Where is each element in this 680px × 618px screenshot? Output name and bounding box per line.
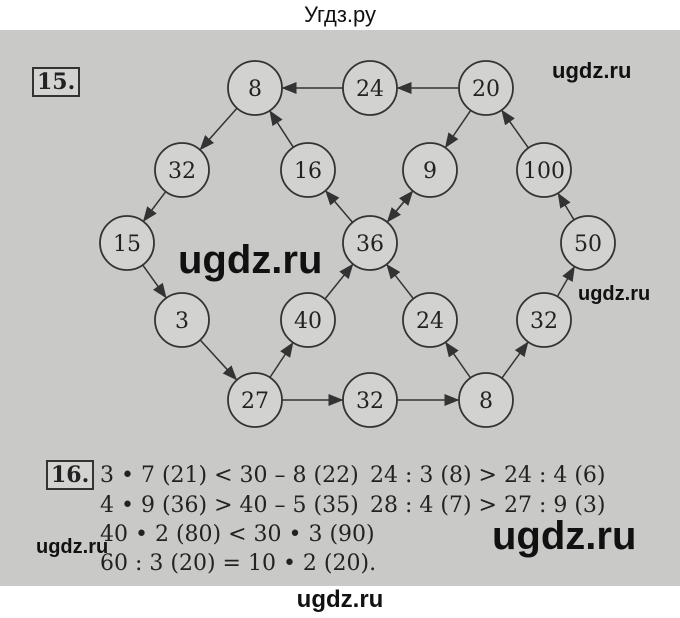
circle-number: 20 (472, 77, 500, 102)
circle-number: 24 (416, 309, 444, 334)
number-circle (402, 142, 458, 198)
number-circle (280, 292, 336, 348)
arrow (269, 110, 294, 148)
arrow (142, 191, 167, 222)
equation: 60 : 3 (20) = 10 • 2 (20). (100, 551, 377, 576)
circle-number: 32 (356, 389, 384, 414)
arrow (269, 342, 294, 378)
arrow (199, 339, 238, 381)
circle-number: 50 (574, 232, 602, 257)
circle-number: 36 (356, 232, 384, 257)
circle-number: 9 (423, 159, 437, 184)
number-circle (342, 372, 398, 428)
circle-number: 40 (294, 309, 322, 334)
number-circle (458, 60, 514, 116)
arrow (386, 190, 414, 223)
equation: 28 : 4 (7) > 27 : 9 (3) (370, 493, 606, 518)
arrow (445, 341, 472, 379)
arrow (142, 264, 167, 299)
circle-number: 8 (248, 77, 262, 102)
circle-number: 24 (356, 77, 384, 102)
arrow (199, 107, 238, 151)
number-circle (227, 60, 283, 116)
circle-number: 15 (113, 232, 141, 257)
arrow (325, 190, 354, 223)
watermark: ugdz.ru (492, 514, 637, 558)
arrow (501, 109, 530, 149)
number-circle (342, 215, 398, 271)
circle-number: 32 (168, 159, 196, 184)
arrow (556, 266, 575, 297)
site-footer: ugdz.ru (296, 586, 384, 613)
number-circle (227, 372, 283, 428)
site-header: Угдз.ру (303, 2, 377, 27)
circle-number: 100 (523, 159, 565, 184)
circle-number: 8 (479, 389, 493, 414)
number-circle (154, 292, 210, 348)
arrow (324, 263, 354, 300)
number-circle (99, 215, 155, 271)
arrow (501, 341, 529, 379)
watermark: ugdz.ru (578, 283, 651, 305)
number-circle (280, 142, 336, 198)
circle-number: 16 (294, 159, 322, 184)
watermark: ugdz.ru (178, 238, 323, 282)
equation: 3 • 7 (21) < 30 – 8 (22) (100, 463, 359, 488)
circle-number: 32 (530, 309, 558, 334)
number-circle (516, 292, 572, 348)
number-circle (516, 142, 572, 198)
watermark: ugdz.ru (36, 536, 109, 558)
arrow (557, 192, 575, 221)
equation: 24 : 3 (8) > 24 : 4 (6) (370, 463, 606, 488)
equation: 40 • 2 (80) < 30 • 3 (90) (100, 522, 375, 547)
task-16-number: 16. (46, 460, 95, 490)
arrow (386, 263, 414, 300)
number-circle (560, 215, 616, 271)
equation: 4 • 9 (36) > 40 – 5 (35) (100, 493, 359, 518)
number-circle (154, 142, 210, 198)
circle-number: 27 (241, 389, 269, 414)
arrow (444, 109, 472, 149)
task-15-number: 15. (32, 67, 81, 97)
number-circle (342, 60, 398, 116)
number-circle (402, 292, 458, 348)
watermark: ugdz.ru (552, 58, 632, 83)
number-circle (458, 372, 514, 428)
circle-number: 3 (175, 309, 189, 334)
